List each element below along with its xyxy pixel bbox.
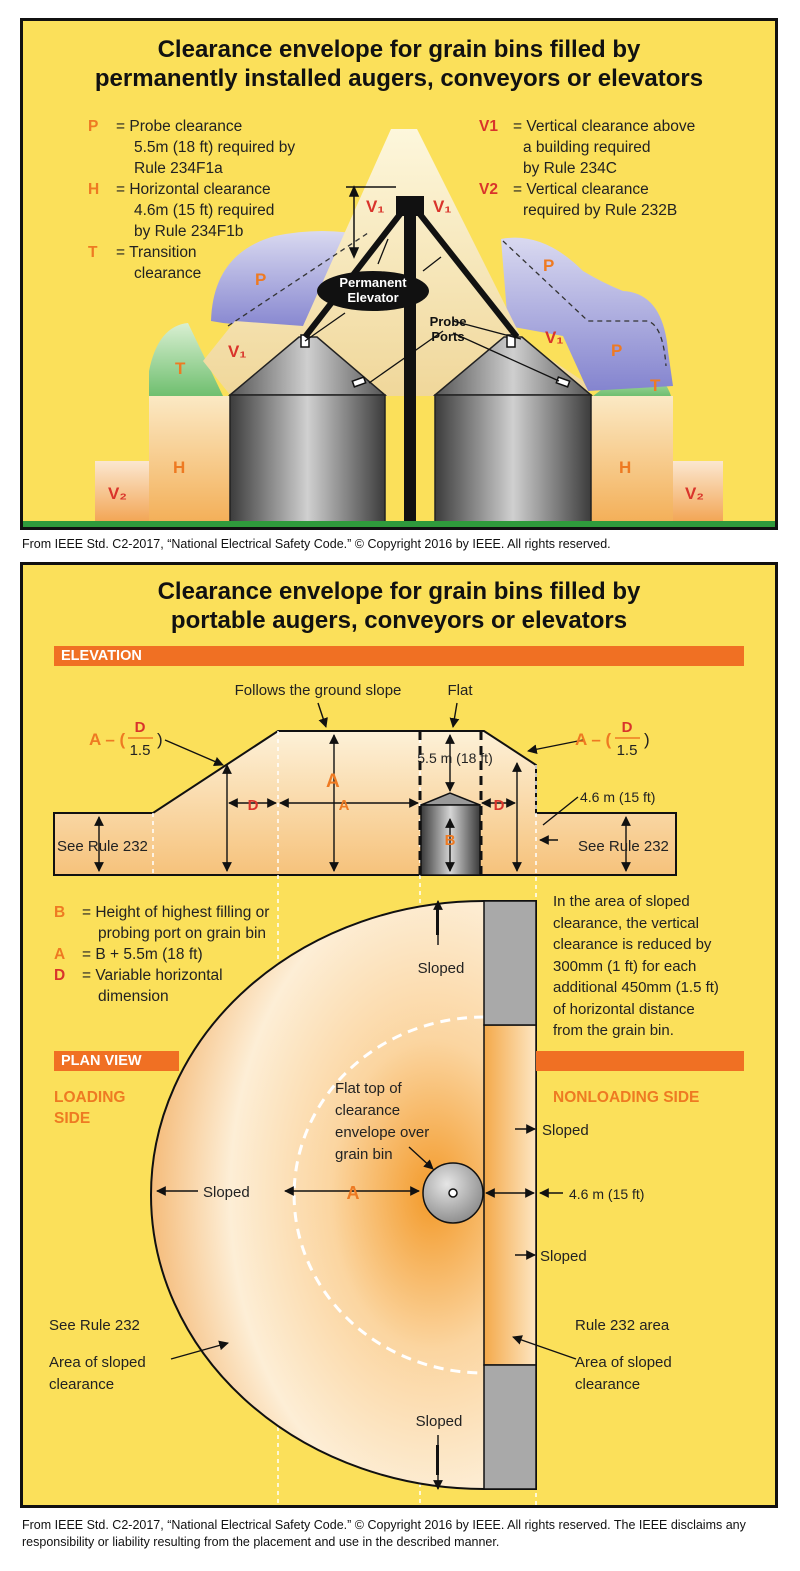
area-sloped-left-line2: clearance [49, 1376, 114, 1393]
v1-label-2: V₁ [433, 197, 451, 216]
see-rule-232-right: See Rule 232 [578, 838, 669, 855]
b-label: B [445, 832, 456, 849]
v2-block-right [671, 461, 723, 525]
v2-block-left [95, 461, 151, 525]
panel2-title: Clearance envelope for grain bins filled… [157, 578, 641, 634]
panel2-legend: B= Height of highest filling or probing … [54, 904, 270, 1005]
elevator-label-ellipse [317, 271, 429, 311]
a-minus-left: A – ( [89, 730, 126, 749]
area-sloped-right-line2: clearance [575, 1376, 640, 1393]
p-label-right-2: P [611, 341, 622, 360]
h-block-left [149, 396, 231, 525]
sloped-label-bottom: Sloped [416, 1413, 463, 1430]
a-vertical-label: A [326, 771, 340, 792]
a-horizontal-label: A [339, 797, 350, 814]
d-left-label: D [248, 797, 259, 814]
dim-5-5m-label: 5.5 m (18 ft) [417, 750, 492, 766]
a-minus-right: A – ( [575, 730, 612, 749]
probe-clearance-right [501, 237, 673, 391]
ground-strip [23, 521, 775, 527]
svg-text:): ) [644, 730, 650, 749]
flat-top-line3: envelope over [335, 1124, 429, 1141]
elevation-bar: ELEVATION [54, 646, 744, 666]
loading-side-label: LOADING SIDE [54, 1089, 126, 1127]
v1-label-1: V₁ [366, 197, 384, 216]
portable-elevator-panel: Clearance envelope for grain bins filled… [20, 562, 778, 1508]
rule-232-strip [483, 1024, 537, 1366]
nonloading-side-label: NONLOADING SIDE [553, 1089, 700, 1106]
flat-top-line2: clearance [335, 1102, 400, 1119]
v1-label-3: V₁ [228, 342, 246, 361]
see-rule-232-plan: See Rule 232 [49, 1317, 140, 1334]
see-rule-232-left: See Rule 232 [57, 838, 148, 855]
area-sloped-right-line1: Area of sloped [575, 1354, 672, 1371]
h-label-left: H [173, 458, 185, 477]
transition-left [149, 323, 223, 396]
area-sloped-left-line1: Area of sloped [49, 1354, 146, 1371]
panel2-credit: From IEEE Std. C2-2017, “National Electr… [22, 1518, 746, 1549]
permanent-elevator-diagram: Permanent Elevator Probe Ports V₁ V₁ V₁ … [23, 129, 775, 527]
probe-clearance-left [211, 231, 368, 331]
probe-ports-label-line2: Ports [431, 329, 464, 344]
h-label-right: H [619, 458, 631, 477]
sloped-label-right-2: Sloped [540, 1248, 587, 1265]
p-label-left: P [255, 270, 266, 289]
panel1-credit: From IEEE Std. C2-2017, “National Electr… [22, 537, 611, 551]
flat-top-boundary [292, 1015, 485, 1375]
elevator-label-line1: Permanent [339, 275, 407, 290]
rule-232-area-label: Rule 232 area [575, 1317, 670, 1334]
h-block-right [591, 396, 673, 525]
v1-dimension-arrow [346, 185, 396, 259]
p-label-right-1: P [543, 256, 554, 275]
v2-label-right: V₂ [685, 484, 704, 503]
plan-view-bar-right [536, 1051, 744, 1071]
panel1-title: Clearance envelope for grain bins filled… [94, 36, 704, 92]
sloped-label-top: Sloped [418, 960, 465, 977]
dim-4-6m-elevation-label: 4.6 m (15 ft) [580, 789, 655, 805]
permanent-elevator-panel: Clearance envelope for grain bins filled… [20, 18, 778, 530]
panel1-legend-left: P= Probe clearance 5.5m (18 ft) required… [88, 118, 296, 282]
d-numerator-left: D [135, 719, 146, 736]
flat-top-line1: Flat top of [335, 1080, 403, 1097]
sloped-label-left: Sloped [203, 1184, 250, 1201]
d-right-label: D [494, 797, 505, 814]
t-label-right: T [650, 376, 661, 395]
d-denominator-left: 1.5 [130, 742, 151, 759]
d-numerator-right: D [622, 719, 633, 736]
elevator-label-line2: Elevator [347, 290, 398, 305]
v1-label-4: V₁ [545, 328, 563, 347]
sloped-wedge-bottom [483, 1364, 537, 1490]
flat-label: Flat [447, 682, 473, 699]
sloped-clearance-note: In the area of sloped clearance, the ver… [553, 893, 719, 1039]
probe-ports-label-line1: Probe [430, 314, 467, 329]
sloped-label-right-1: Sloped [542, 1122, 589, 1139]
plan-view-bar: PLAN VIEW [54, 1051, 179, 1071]
grain-bin-left [227, 334, 388, 526]
d-denominator-right: 1.5 [617, 742, 638, 759]
follows-ground-slope-label: Follows the ground slope [235, 682, 402, 699]
grain-bin-right [432, 334, 594, 526]
dim-4-6m-plan-label: 4.6 m (15 ft) [569, 1186, 644, 1202]
panel1-legend-right: V1= Vertical clearance above a building … [479, 118, 696, 219]
a-plan-label: A [347, 1183, 360, 1203]
sloped-wedge-top [483, 900, 537, 1026]
svg-text:): ) [157, 730, 163, 749]
v2-label-left: V₂ [108, 484, 127, 503]
vertical-clearance-cone [203, 129, 591, 396]
flat-top-line4: grain bin [335, 1146, 393, 1163]
portable-elevator-diagram: Follows the ground slope Flat A – ( D 1.… [49, 682, 677, 1505]
t-label-left: T [175, 359, 186, 378]
